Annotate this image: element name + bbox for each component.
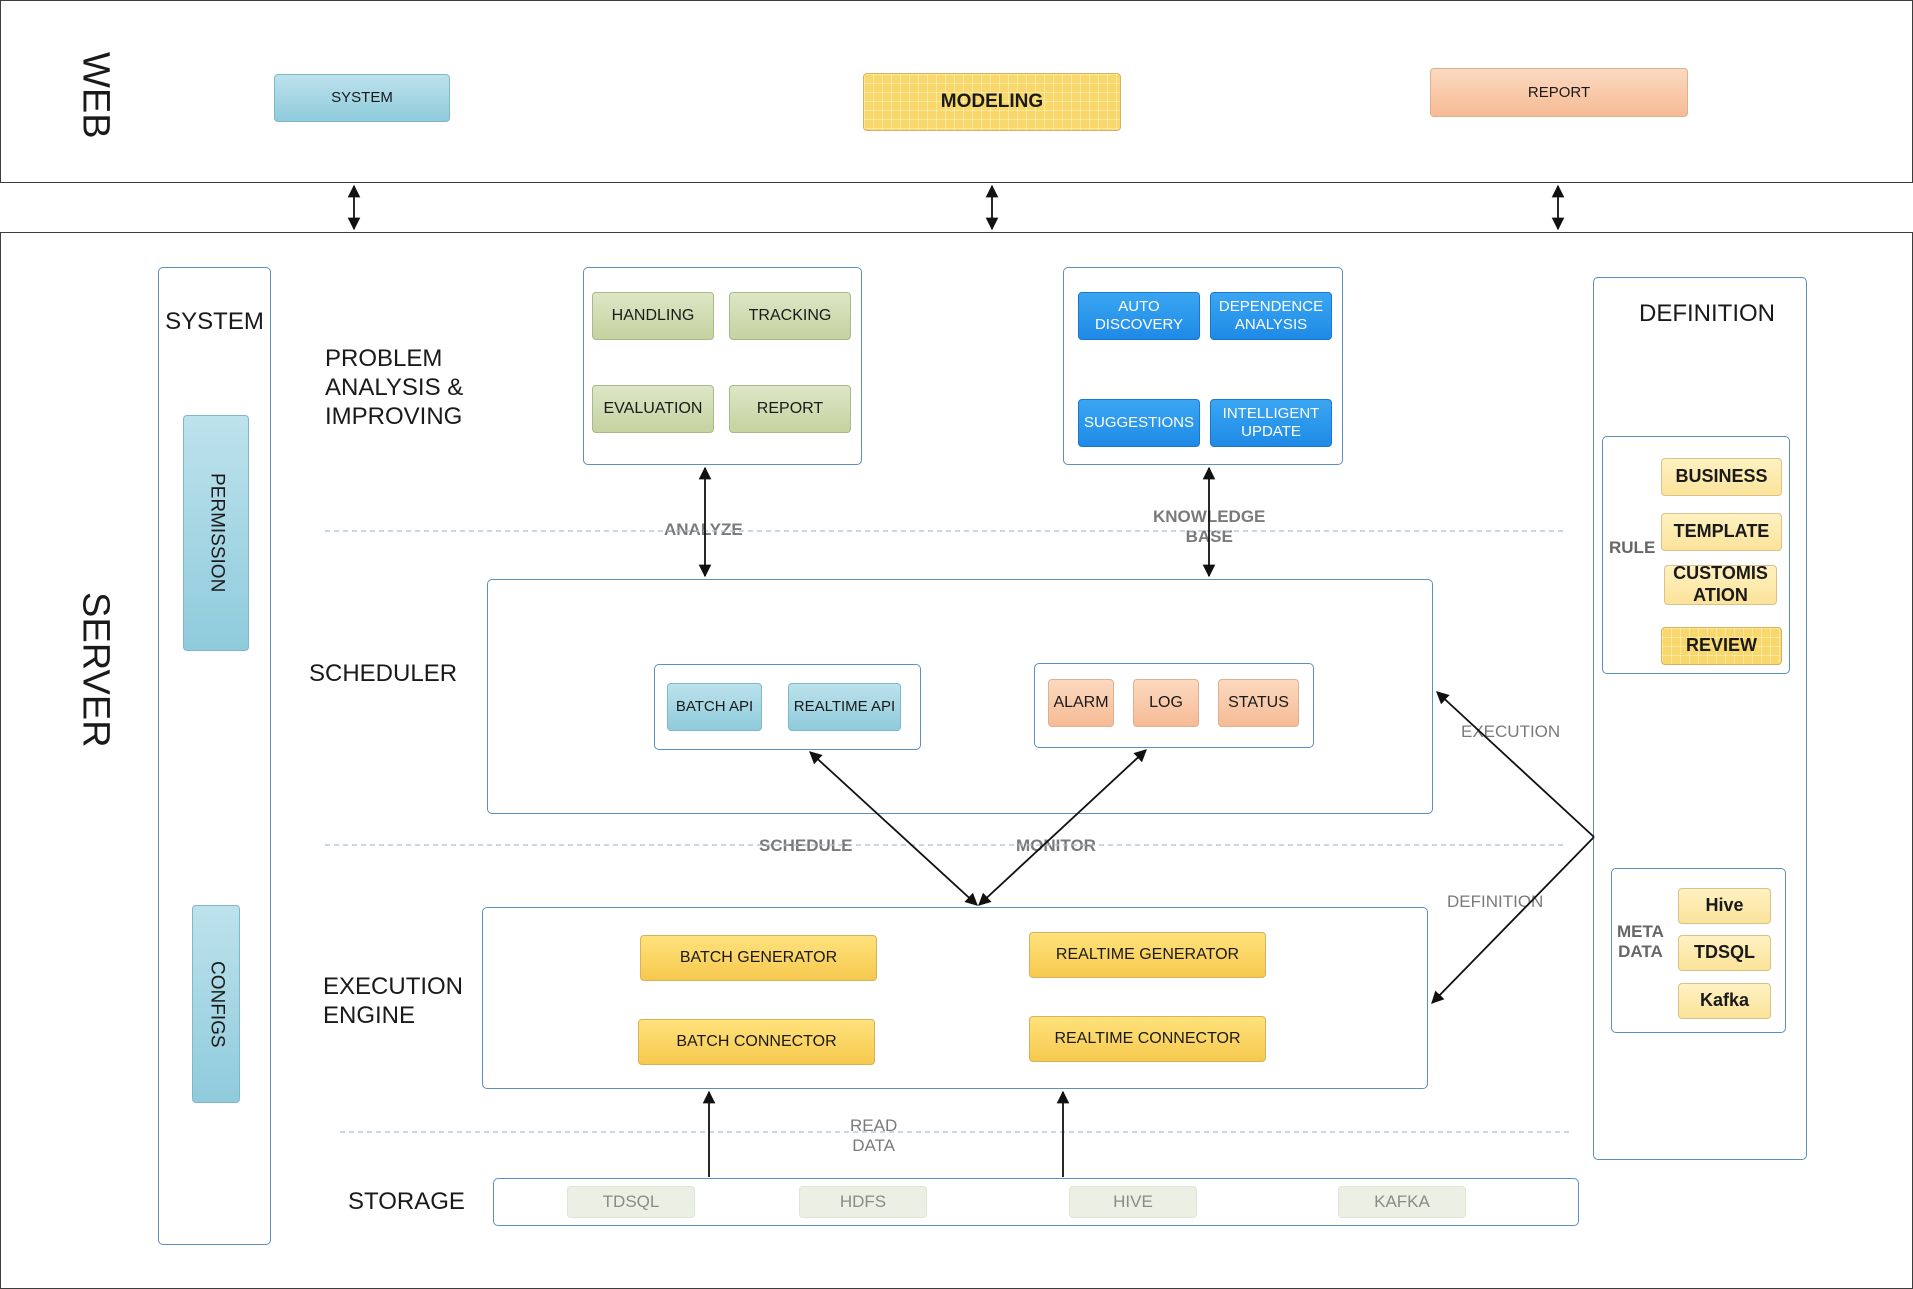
realtime-connector-block[interactable]: REALTIME CONNECTOR xyxy=(1029,1016,1266,1062)
status-block[interactable]: STATUS xyxy=(1218,679,1299,727)
section-execution-engine: EXECUTION ENGINE xyxy=(323,973,464,1029)
section-scheduler: SCHEDULER xyxy=(309,660,458,687)
rule-review[interactable]: REVIEW xyxy=(1661,627,1782,665)
server-label: SERVER xyxy=(74,592,117,748)
rule-business[interactable]: BUSINESS xyxy=(1661,458,1782,496)
meta-hive[interactable]: Hive xyxy=(1678,888,1771,924)
permission-block[interactable]: PERMISSION xyxy=(183,415,249,651)
log-block[interactable]: LOG xyxy=(1133,679,1199,727)
rule-label: RULE xyxy=(1609,538,1656,557)
monitor-label: MONITOR xyxy=(1016,836,1096,855)
section-problem-analysis: PROBLEM ANALYSIS & IMPROVING xyxy=(325,345,464,430)
definition-title: DEFINITION xyxy=(1639,300,1775,327)
read-data-label: READ DATA xyxy=(850,1116,898,1155)
tracking-block[interactable]: TRACKING xyxy=(729,292,851,340)
intelligent-update-block[interactable]: INTELLIGENT UPDATE xyxy=(1210,399,1332,447)
evaluation-block[interactable]: EVALUATION xyxy=(592,385,714,433)
handling-block[interactable]: HANDLING xyxy=(592,292,714,340)
section-storage: STORAGE xyxy=(348,1188,465,1215)
schedule-label: SCHEDULE xyxy=(759,836,853,855)
realtime-generator-block[interactable]: REALTIME GENERATOR xyxy=(1029,932,1266,978)
storage-hive[interactable]: HIVE xyxy=(1069,1186,1197,1218)
batch-api-block[interactable]: BATCH API xyxy=(667,683,762,731)
analyze-label: ANALYZE xyxy=(664,520,743,539)
definition-label: DEFINITION xyxy=(1447,892,1544,911)
execution-label: EXECUTION xyxy=(1461,722,1561,741)
batch-generator-block[interactable]: BATCH GENERATOR xyxy=(640,935,877,981)
storage-tdsql[interactable]: TDSQL xyxy=(567,1186,695,1218)
alarm-block[interactable]: ALARM xyxy=(1048,679,1114,727)
rule-template[interactable]: TEMPLATE xyxy=(1661,513,1782,551)
realtime-api-block[interactable]: REALTIME API xyxy=(788,683,901,731)
suggestions-block[interactable]: SUGGESTIONS xyxy=(1078,399,1200,447)
dependence-analysis-block[interactable]: DEPENDENCE ANALYSIS xyxy=(1210,292,1332,340)
rule-customisation[interactable]: CUSTOMIS ATION xyxy=(1664,563,1777,605)
configs-block[interactable]: CONFIGS xyxy=(192,905,240,1103)
storage-kafka[interactable]: KAFKA xyxy=(1338,1186,1466,1218)
auto-discovery-block[interactable]: AUTO DISCOVERY xyxy=(1078,292,1200,340)
batch-connector-block[interactable]: BATCH CONNECTOR xyxy=(638,1019,875,1065)
meta-tdsql[interactable]: TDSQL xyxy=(1678,935,1771,971)
system-panel-title: SYSTEM xyxy=(165,308,264,335)
storage-hdfs[interactable]: HDFS xyxy=(799,1186,927,1218)
metadata-label: META DATA xyxy=(1617,922,1664,961)
web-system-button[interactable]: SYSTEM xyxy=(274,74,450,122)
meta-kafka[interactable]: Kafka xyxy=(1678,983,1771,1019)
analysis-report-block[interactable]: REPORT xyxy=(729,385,851,433)
web-label: WEB xyxy=(74,52,117,139)
web-modeling-button[interactable]: MODELING xyxy=(863,73,1121,131)
execution-box xyxy=(482,907,1428,1089)
web-report-button[interactable]: REPORT xyxy=(1430,68,1688,117)
knowledge-base-label: KNOWLEDGE BASE xyxy=(1153,507,1266,546)
